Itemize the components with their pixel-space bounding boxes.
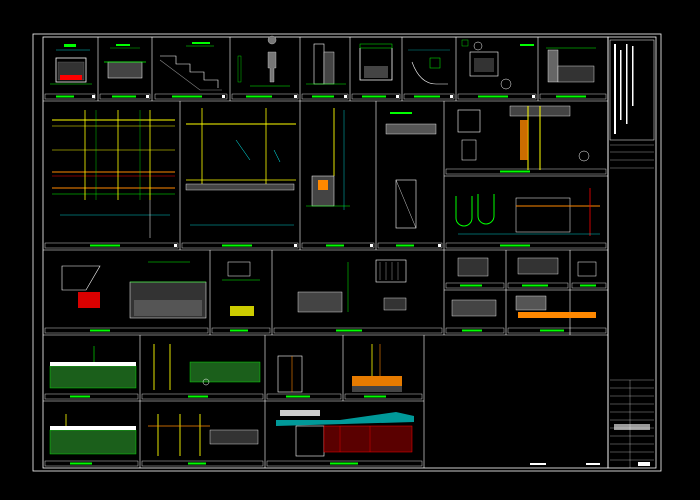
post-footing-detail [457,105,590,170]
detail-gravel-bed [104,44,146,79]
step-edge-detail [352,344,402,392]
railing-elevation-left [52,110,175,238]
railing-section [306,108,350,210]
detail-inspection-chamber [461,39,534,90]
wall-elevation [277,355,303,393]
panel-grid [43,37,608,468]
small-edge-details [451,257,597,318]
drawing-frame [32,33,662,472]
detail-channel [359,43,393,81]
sheet-reference [530,463,600,465]
detail-planter-section [50,44,92,85]
grate-detail [222,261,260,316]
tree-pit-detail [297,259,407,313]
retaining-wall-section [61,261,207,319]
detail-stair-section [159,42,222,91]
detail-wall-cap [306,43,346,85]
railing-elevation-right [185,108,296,226]
pergola-section [148,344,261,456]
title-block [609,39,655,468]
detail-curb [546,47,596,83]
scale-markers [92,95,535,247]
panel-caption-text [56,95,596,465]
paving-section [385,112,437,229]
handrail-plan [455,188,600,236]
pool-edge-section [276,410,414,457]
paving-build-up-1 [49,346,137,389]
panel-caption-bars [44,93,607,467]
paving-build-up-2 [49,414,137,455]
detail-drain [408,49,450,85]
detail-human-scale [237,35,290,87]
